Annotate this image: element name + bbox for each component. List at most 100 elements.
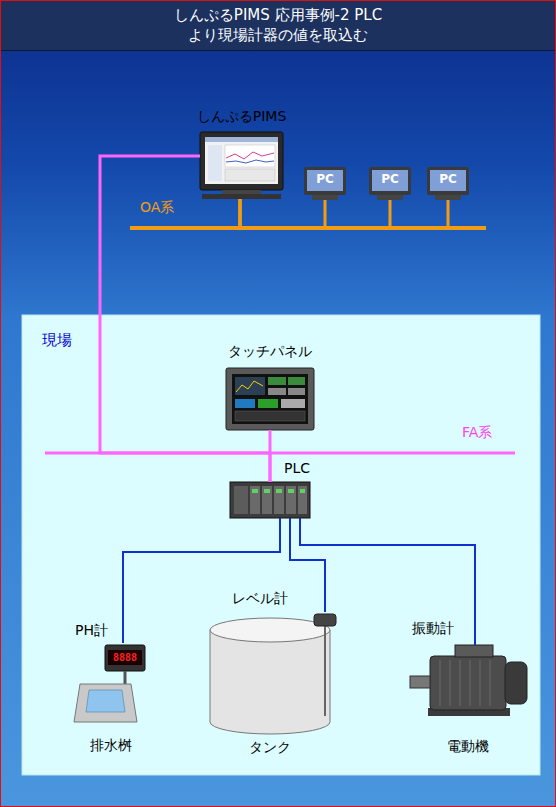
electric-motor-part (450, 660, 451, 706)
connector (300, 518, 475, 645)
ph-meter-part (74, 684, 137, 722)
touch-panel-part (281, 399, 305, 408)
touch-panel-part (226, 368, 314, 430)
node-label: PLC (284, 460, 310, 477)
pc-monitor: PC (427, 167, 469, 200)
tank-part (210, 630, 330, 734)
tank-part (314, 614, 336, 626)
pc-monitor: PC (369, 167, 411, 200)
title-text: しんぷるPIMS 応用事例-2 PLCより現場計器の値を取込む (173, 5, 384, 45)
ph-meter (74, 645, 145, 722)
pims-monitor-part (222, 190, 261, 194)
plc-unit-part (234, 486, 248, 514)
node-caption: 電動機 (447, 738, 489, 755)
plc-unit-part (286, 486, 296, 514)
region-label: 現場 (42, 331, 72, 349)
ph-meter-part (105, 645, 145, 671)
bus-label: OA系 (140, 199, 174, 216)
electric-motor (410, 645, 527, 716)
plc-unit-part (298, 486, 307, 514)
pims-monitor-part (202, 194, 281, 199)
tank: レベル計タンク (210, 612, 340, 735)
node-caption: タンク (249, 739, 291, 756)
pc-label: PC (372, 171, 408, 187)
plc-unit-part (250, 486, 260, 514)
electric-motor-part (430, 656, 506, 710)
electric-motor-part (470, 660, 471, 706)
touch-panel-part (235, 411, 305, 421)
electric-motor: 振動計電動機 (408, 645, 528, 718)
plc-unit-part (288, 489, 294, 493)
touch-panel-part (235, 399, 255, 408)
pims-monitor (200, 132, 283, 199)
server-monitor: しんぷるPIMS (200, 132, 283, 199)
ph-meter-part (86, 690, 125, 712)
tank-part (324, 626, 326, 716)
pims-monitor-part (205, 137, 278, 142)
pims-monitor-part (205, 137, 278, 184)
electric-motor-part (410, 676, 430, 688)
touch-panel-part (236, 381, 263, 392)
pc-monitor-part (435, 195, 461, 200)
pims-monitor-part (226, 152, 274, 159)
touch-panel-part (288, 377, 305, 385)
segment-display: 8888 (108, 651, 142, 664)
connector (240, 199, 325, 228)
connector (100, 156, 270, 482)
pc-monitor-part (430, 170, 466, 191)
connector (290, 518, 325, 612)
plc-unit: PLC (230, 482, 310, 518)
ph-meter-part (108, 650, 142, 665)
pc-monitor-part (427, 167, 469, 195)
plc-unit-part (230, 482, 310, 518)
pims-monitor-part (225, 169, 275, 181)
touch-panel-part (258, 399, 278, 408)
node-label: レベル計 (232, 590, 288, 607)
connector (240, 199, 390, 228)
connector (269, 430, 272, 482)
pc-monitor: PC (304, 167, 346, 200)
connector (123, 518, 280, 643)
plc-unit (230, 482, 310, 518)
pc-label: PC (307, 171, 343, 187)
title-bar: しんぷるPIMS 応用事例-2 PLCより現場計器の値を取込む (0, 0, 556, 51)
pc-monitor-part (369, 167, 411, 195)
plc-unit-part (276, 489, 282, 493)
plc-unit-part (252, 489, 258, 493)
plc-unit-part (264, 489, 270, 493)
pc-monitor-part (307, 170, 343, 191)
plc-unit-part (262, 486, 272, 514)
node-caption: 排水桝 (90, 737, 132, 754)
electric-motor-part (490, 660, 491, 706)
touch-panel: タッチパネル (226, 368, 314, 430)
node-label: タッチパネル (228, 343, 312, 360)
field-region: 現場タッチパネルPLCPH計8888排水桝レベル計タンク振動計電動機 (22, 315, 540, 775)
electric-motor-part (440, 660, 441, 706)
touch-panel-part (235, 377, 265, 395)
pc-label: PC (430, 171, 466, 187)
node-label: PH計 (75, 622, 108, 639)
pc-monitor-part (304, 167, 346, 195)
touch-panel (226, 368, 314, 430)
electric-motor-part (480, 660, 481, 706)
touch-panel-part (268, 377, 286, 385)
pims-monitor-part (200, 132, 283, 190)
plc-unit-part (300, 489, 305, 493)
tank (210, 614, 336, 734)
electric-motor-part (460, 660, 461, 706)
node-label: しんぷるPIMS (197, 108, 287, 125)
electric-motor-part (455, 645, 493, 657)
connector (240, 199, 448, 228)
pc-monitor-part (312, 195, 338, 200)
ph-meter: PH計8888排水桝 (72, 643, 150, 723)
tank-part (210, 618, 330, 642)
pims-monitor-part (225, 145, 275, 167)
pims-monitor-part (226, 160, 274, 163)
touch-panel-part (232, 374, 308, 424)
node-label: 振動計 (412, 620, 454, 637)
electric-motor-part (505, 662, 527, 704)
bus-label: FA系 (462, 424, 492, 441)
touch-panel-part (288, 388, 305, 395)
